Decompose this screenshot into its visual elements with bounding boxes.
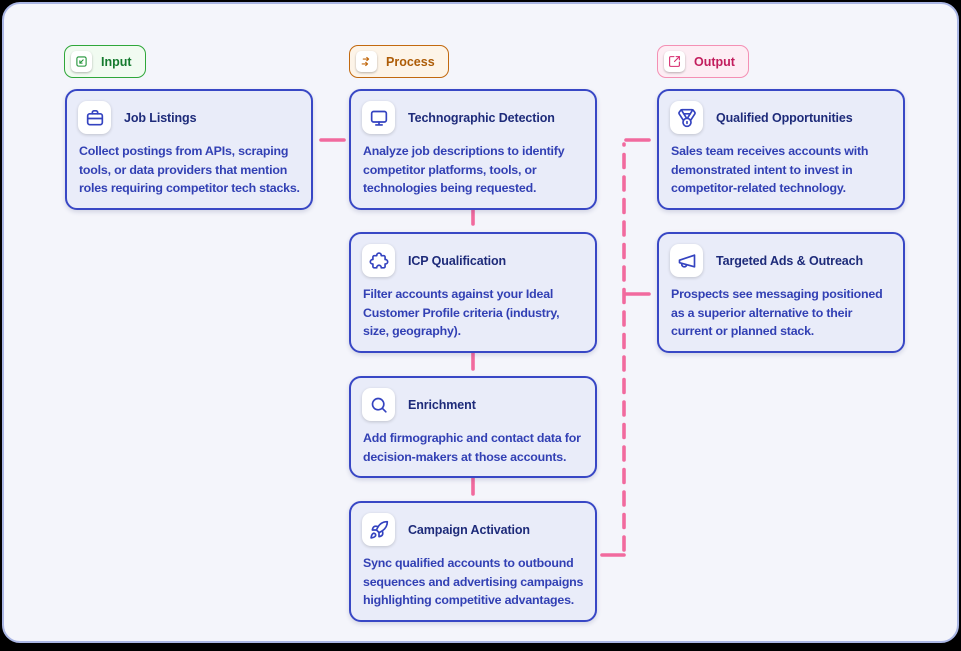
megaphone-icon	[670, 244, 703, 277]
card-body: Filter accounts against your Ideal Custo…	[363, 287, 560, 339]
legend-badge-output: Output	[657, 45, 749, 78]
search-icon	[362, 388, 395, 421]
card-header: Technographic Detection	[362, 101, 585, 134]
card-header: Enrichment	[362, 388, 585, 421]
card-title: Targeted Ads & Outreach	[716, 253, 864, 268]
card-title: Qualified Opportunities	[716, 110, 853, 125]
card-header: Job Listings	[78, 101, 301, 134]
card-title: ICP Qualification	[408, 253, 507, 268]
legend-label-output: Output	[694, 54, 735, 69]
card-header: ICP Qualification	[362, 244, 585, 277]
card-title: Technographic Detection	[408, 110, 555, 125]
card-campaign-activation: Campaign Activation Sync qualified accou…	[349, 501, 597, 622]
card-body: Sync qualified accounts to outbound sequ…	[363, 556, 584, 608]
card-header: Qualified Opportunities	[670, 101, 893, 134]
card-qualified-opportunities: Qualified Opportunities Sales team recei…	[657, 89, 905, 210]
medal-icon	[670, 101, 703, 134]
legend-badge-input: Input	[64, 45, 146, 78]
card-body: Collect postings from APIs, scraping too…	[79, 144, 300, 196]
legend-badge-process: Process	[349, 45, 449, 78]
monitor-icon	[362, 101, 395, 134]
card-job-listings: Job Listings Collect postings from APIs,…	[65, 89, 313, 210]
briefcase-icon	[78, 101, 111, 134]
card-body: Prospects see messaging positioned as a …	[671, 287, 883, 339]
rocket-icon	[362, 513, 395, 546]
card-title: Campaign Activation	[408, 522, 530, 537]
card-icp-qualification: ICP Qualification Filter accounts agains…	[349, 232, 597, 353]
card-body: Analyze job descriptions to identify com…	[363, 144, 565, 196]
legend-label-input: Input	[101, 54, 132, 69]
card-enrichment: Enrichment Add firmographic and contact …	[349, 376, 597, 479]
double-arrow-right-icon	[356, 51, 377, 72]
card-title: Enrichment	[408, 397, 476, 412]
card-header: Campaign Activation	[362, 513, 585, 546]
import-icon	[71, 51, 92, 72]
card-body: Add firmographic and contact data for de…	[363, 431, 581, 464]
card-body: Sales team receives accounts with demons…	[671, 144, 869, 196]
card-targeted-ads-outreach: Targeted Ads & Outreach Prospects see me…	[657, 232, 905, 353]
external-link-icon	[664, 51, 685, 72]
card-title: Job Listings	[124, 110, 197, 125]
legend-label-process: Process	[386, 54, 435, 69]
puzzle-icon	[362, 244, 395, 277]
card-header: Targeted Ads & Outreach	[670, 244, 893, 277]
card-technographic-detection: Technographic Detection Analyze job desc…	[349, 89, 597, 210]
